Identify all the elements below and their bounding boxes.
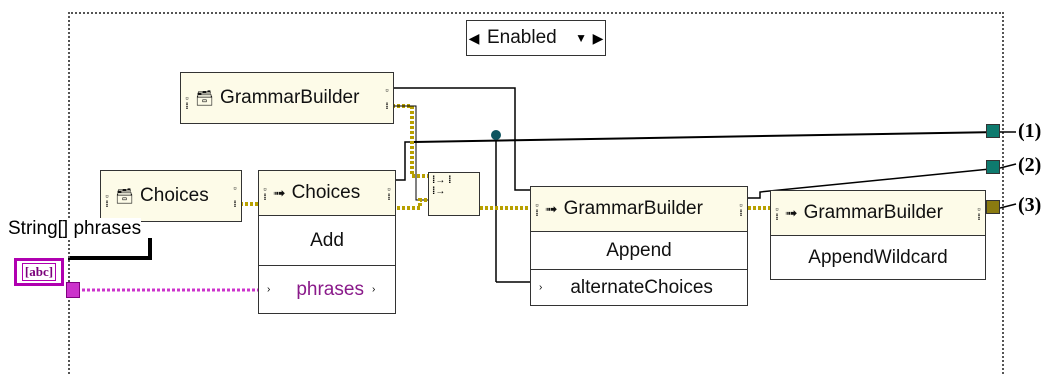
choices-method-row[interactable]: Add <box>258 216 396 266</box>
input-terminal-icon: ▫⁞ <box>105 191 109 209</box>
string-array-control[interactable]: [abc] <box>14 258 64 286</box>
gb-append-param-row[interactable]: › alternateChoices <box>530 270 748 306</box>
increment-arrow-icon[interactable]: ▶ <box>592 29 604 46</box>
control-label: String[] phrases <box>8 218 142 240</box>
dropdown-arrow-icon[interactable]: ▼ <box>575 31 587 45</box>
output-label-3: (3) <box>1018 194 1042 216</box>
method-label: Append <box>606 239 672 261</box>
param-arrow-icon: › <box>539 282 543 293</box>
case-selector-label: Enabled <box>487 27 557 48</box>
param-arrow-icon: › <box>267 284 271 295</box>
disabled-structure-frame <box>68 12 1004 374</box>
constructor-icon: 🗃 <box>115 188 135 205</box>
decrement-arrow-icon[interactable]: ◀ <box>468 29 480 46</box>
input-terminal-icon: ▫⁞ <box>775 204 779 222</box>
invoke-arrow-icon: ➟ <box>545 201 558 218</box>
control-output-terminal <box>66 282 80 298</box>
choices-invoke-header[interactable]: ▫⁞ ➟ Choices ▫⁞ <box>258 170 396 216</box>
node-label: GrammarBuilder <box>803 202 943 223</box>
method-label: Add <box>310 229 344 251</box>
choices-out-wire <box>392 198 428 210</box>
output2-wire <box>748 167 1001 199</box>
choices-constructor-node[interactable]: ▫⁞ 🗃 Choices ▫⁞ <box>100 170 242 222</box>
output1-terminal <box>986 124 1000 138</box>
node-label: Choices <box>291 182 361 203</box>
grammarbuilder-constructor-node[interactable]: ▫⁞ 🗃 GrammarBuilder ▫⁞ <box>180 72 394 124</box>
node-label: GrammarBuilder <box>220 87 360 108</box>
output-terminal-icon: ▫⁞ <box>385 85 389 111</box>
method-label: AppendWildcard <box>808 246 948 268</box>
input-terminal-icon: ▫⁞ <box>185 93 189 111</box>
build-array-icon: ⁞→ ⁞⁞→ <box>432 175 452 197</box>
gb-append-method-row[interactable]: Append <box>530 232 748 270</box>
gb-wildcard-header[interactable]: ▫⁞ ➟ GrammarBuilder ▫⁞ <box>770 190 986 236</box>
node-label: Choices <box>140 185 209 206</box>
output-terminal-icon: ▫⁞ <box>977 204 981 222</box>
case-selector[interactable]: ◀ Enabled ▼ ▶ <box>466 20 606 56</box>
output-terminal-icon: ▫⁞ <box>233 183 237 209</box>
constructor-icon: 🗃 <box>195 90 215 107</box>
param-arrow-icon: › <box>371 284 376 295</box>
wire-junction <box>491 130 501 140</box>
gb-wildcard-method-row[interactable]: AppendWildcard <box>770 236 986 280</box>
choices-ref-wire-a <box>392 141 414 181</box>
param-label: alternateChoices <box>570 276 713 298</box>
input-terminal-icon: ▫⁞ <box>535 200 539 218</box>
gb-ref-wire <box>392 87 532 191</box>
output-terminal-icon: ▫⁞ <box>739 200 743 218</box>
output-label-1: (1) <box>1018 120 1042 142</box>
build-array-node[interactable]: ⁞→ ⁞⁞→ <box>428 172 480 216</box>
output-leaders <box>1000 131 1017 209</box>
choices-param-row[interactable]: › phrases › <box>258 266 396 314</box>
output-label-2: (2) <box>1018 154 1042 176</box>
label-wire <box>68 238 152 260</box>
output1-wire <box>413 131 1001 143</box>
gb-append-header[interactable]: ▫⁞ ➟ GrammarBuilder ▫⁞ <box>530 186 748 232</box>
invoke-arrow-icon: ➟ <box>785 205 798 222</box>
string-array-icon: [abc] <box>21 263 57 281</box>
output2-terminal <box>986 160 1000 174</box>
param-label: phrases <box>296 278 364 300</box>
node-label: GrammarBuilder <box>563 198 703 219</box>
output3-terminal <box>986 200 1000 214</box>
output-terminal-icon: ▫⁞ <box>387 184 391 202</box>
input-terminal-icon: ▫⁞ <box>263 184 267 202</box>
invoke-arrow-icon: ➟ <box>273 185 286 202</box>
